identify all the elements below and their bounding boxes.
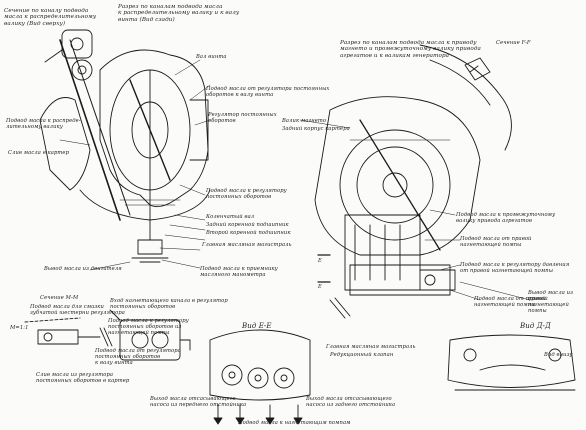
label-scavenge-valves: Редукционный клапан	[330, 352, 394, 358]
label-oil-to-right-pump: Вывод масла из правой нагнетающей помпы	[528, 290, 574, 314]
camshaft-section-top	[44, 29, 93, 63]
pump-regulator-detail	[109, 309, 191, 361]
label-oil-pressure-gauge: Подвод масла к приемнику масляного маном…	[200, 266, 278, 278]
label-oil-outlet-left: Выход масла отсасывающего насоса из пере…	[150, 396, 247, 408]
label-oil-from-left: Подвод масла от правой нагнетающей помпы	[474, 296, 546, 308]
label-oil-drain: Слив масла в картер	[8, 150, 70, 156]
label-oil-outlet: Вывод масла из двигателя	[44, 266, 122, 272]
label-section-mm: Сечение М-М	[40, 295, 79, 301]
label-constant-speed-regulator: Регулятор постоянных оборотов	[208, 112, 277, 124]
label-oil-supply-drive: Подвод масла для смазки зубчатой шестерн…	[30, 304, 125, 316]
label-oil-drain-regulator: Слив масла из регулятора постоянных обор…	[36, 372, 130, 384]
label-oil-supply-regulator: Подвод масла от регулятора постоянных об…	[206, 86, 330, 98]
label-section-ee: Вид Е-Е	[242, 322, 272, 330]
label-view-dd: Вид Д-Д	[520, 322, 551, 330]
leader-lines	[59, 59, 531, 301]
label-oil-to-regulator-right: Подвод масла к регулятору давления от пр…	[460, 262, 570, 274]
section-markers	[317, 254, 331, 283]
main-engine-section	[39, 39, 211, 263]
label-marker-e2: Е	[318, 284, 322, 290]
label-view-bottom: Вид внизу	[544, 352, 573, 358]
label-oil-to-intermediate: Подвод масла к промежуточному валику при…	[456, 212, 556, 224]
label-marker-e1: Е	[318, 258, 322, 264]
label-oil-from-right-pump: Подвод масла от правой нагнетающей помпы	[460, 236, 532, 248]
label-magneto-title: Разрез по каналам подвода масла к привод…	[340, 40, 481, 59]
view-dd-housing	[447, 334, 576, 391]
magneto-drive-section	[314, 44, 512, 319]
view-ee-pump-block	[209, 329, 311, 425]
label-oil-to-propeller: Подвод масла от регулятора постоянных об…	[95, 348, 181, 366]
label-scale-mm: М=1:1	[10, 325, 29, 331]
label-oil-to-reg-drive: Вход нагнетающего канала в регулятор пос…	[110, 298, 228, 310]
label-oil-to-constant-speed: Подвод масла к регулятору постоянных обо…	[108, 318, 189, 336]
label-main-oil-gallery: Главная масляная магистраль	[326, 344, 416, 350]
label-section-top: Сечение по каналу подвода масла к распре…	[4, 8, 97, 27]
label-oil-supply-pumps: Подвод масла к нагнетающим помпам	[238, 420, 351, 426]
label-oil-supply-title: Разрез по каналам подвода масла к распре…	[118, 4, 240, 23]
label-rear-main-bearing: Задний коренной подшипник	[206, 222, 289, 228]
label-propeller-shaft: Вал винта	[196, 54, 227, 60]
label-oil-outlet-right: Выход масла отсасывающего насоса из задн…	[306, 396, 396, 408]
label-rear-housing: Задний корпус картера	[282, 126, 350, 132]
label-main-oil-line: Главная масляная магистраль	[202, 242, 292, 248]
section-mm-detail	[24, 317, 113, 347]
label-front-main-bearing: Второй коренной подшипник	[206, 230, 291, 236]
label-oil-to-regulator: Подвод масла к регулятору постоянных обо…	[206, 188, 287, 200]
label-crankshaft: Коленчатый вал	[206, 214, 255, 220]
label-section-ff: Сечение F-F	[496, 40, 531, 46]
label-oil-to-camshaft: Подвод масла к распреде- лительному вали…	[6, 118, 81, 130]
label-magneto-drive: Валик магнето	[282, 118, 327, 124]
section-ff-detail	[464, 57, 491, 81]
